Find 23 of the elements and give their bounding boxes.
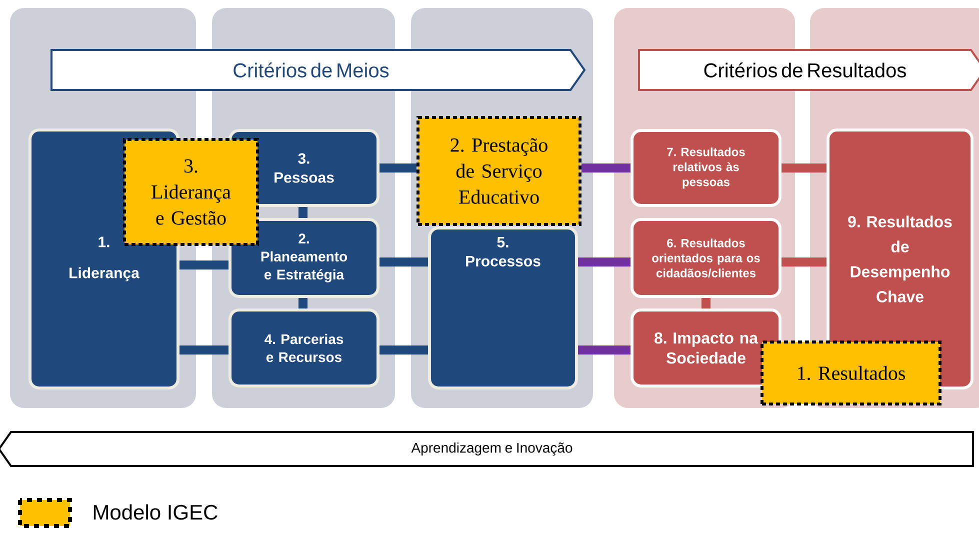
connector-bar: [782, 164, 826, 172]
connector-bar: [380, 258, 428, 266]
connector-bar: [380, 346, 428, 354]
connector-bar: [380, 164, 416, 172]
overlay-box: 2. Prestação de Serviço Educativo: [416, 116, 582, 226]
legend-label: Modelo IGEC: [94, 504, 218, 520]
connector-bar: [180, 346, 228, 354]
criterion-box: 4. Parcerias e Recursos: [228, 308, 380, 388]
connector-bar: [782, 258, 826, 266]
connector-bar: [702, 298, 710, 308]
overlay-box: 3. Liderança e Gestão: [123, 138, 259, 246]
connector-bar: [578, 346, 630, 354]
criterion-box: 2. Planeamento e Estratégia: [228, 218, 380, 298]
connector-bar: [578, 258, 630, 266]
criterion-box: 6. Resultados orientados para os cidadãos/clientes: [630, 218, 782, 298]
connector-bar: [298, 207, 308, 218]
criterion-box: 5. Processos: [428, 226, 578, 390]
overlay-box: 1. Resultados: [760, 340, 942, 406]
connector-bar: [582, 164, 630, 172]
connector-bar: [180, 260, 228, 270]
criterion-box: 8. Impacto na Sociedade: [630, 308, 782, 388]
connector-bar: [298, 298, 308, 308]
criterion-box: 7. Resultados relativos às pessoas: [630, 129, 782, 207]
